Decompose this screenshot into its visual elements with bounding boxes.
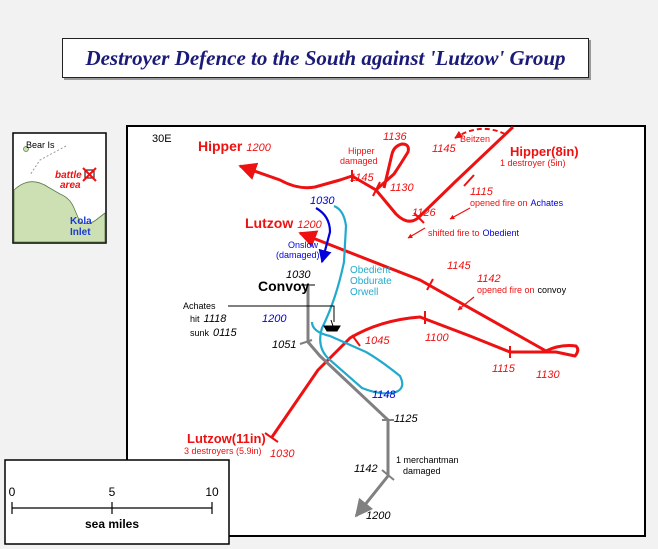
convoy-track: [306, 284, 390, 518]
scale-tick-10: 10: [205, 485, 219, 499]
hipper-track: [238, 125, 515, 223]
fire-arrow-obedient: [407, 227, 426, 239]
inset-bear-island: [23, 146, 29, 152]
scale-label: sea miles: [85, 517, 139, 531]
inset-map: Bear Is battle area Kola Inlet: [12, 132, 107, 244]
time-1051: 1051: [272, 339, 296, 351]
inset-kola-line1: Kola: [70, 216, 92, 227]
time-1030-convoy: 1030: [286, 269, 311, 281]
lutzow-time-ticks: [351, 278, 511, 358]
time-1130-hipper: 1130: [390, 182, 415, 194]
inset-convoy-route: [29, 145, 67, 176]
hipper-damaged-line1: Hipper: [348, 146, 375, 156]
time-1136: 1136: [383, 131, 408, 143]
hipper-8in-label: Hipper(8in): [510, 144, 579, 159]
time-1142-lutzow: 1142: [477, 273, 501, 285]
time-1200-blue: 1200: [262, 313, 287, 325]
achates-sunk-icon: [323, 319, 341, 332]
time-1030-onslow: 1030: [310, 195, 335, 207]
time-1115-lutzow: 1115: [492, 363, 516, 375]
onslow-label-line1: Onslow: [288, 240, 319, 250]
time-1145-lutzow: 1145: [447, 260, 472, 272]
lutzow-destroyers-label: 3 destroyers (5.9in): [184, 446, 262, 456]
time-1125: 1125: [394, 413, 419, 425]
time-1200-convoy: 1200: [366, 510, 391, 522]
achates-label: Achates: [183, 301, 216, 311]
inset-battle-area-line2: area: [60, 180, 81, 191]
page-title: Destroyer Defence to the South against '…: [85, 46, 566, 70]
meridian-label: 30E: [152, 133, 172, 145]
inset-battle-marker-icon: [82, 167, 97, 182]
time-1145-hipper: 1145: [350, 172, 375, 184]
time-1115-hipper: 1115: [470, 186, 494, 198]
scale-tick-0: 0: [9, 485, 16, 499]
time-1030-lutzow: 1030: [270, 448, 295, 460]
inset-bear-is: Bear Is: [26, 140, 55, 150]
time-1130-lutzow: 1130: [536, 369, 561, 381]
obedient-group-track: [310, 204, 404, 395]
time-1045: 1045: [365, 335, 390, 347]
achates-pointer: [228, 305, 335, 322]
time-1100: 1100: [425, 332, 450, 344]
fire-arrow-achates: [449, 207, 471, 220]
beitzen-label: Beitzen: [460, 134, 490, 144]
beitzen-track: [454, 127, 506, 139]
orwell-label: Orwell: [350, 287, 378, 298]
merchantman-line2: damaged: [403, 466, 441, 476]
onslow-track: [315, 207, 332, 264]
obdurate-label: Obdurate: [350, 276, 392, 287]
fire-arrow-convoy: [457, 296, 475, 311]
hipper-time-ticks: [351, 170, 475, 224]
inset-land: [13, 181, 106, 243]
onslow-label-line2: (damaged): [276, 250, 320, 260]
convoy-label: Convoy: [258, 278, 310, 294]
convoy-time-ticks: [299, 284, 395, 481]
title-box: Destroyer Defence to the South against '…: [62, 38, 589, 78]
hipper-turn-loop: [375, 142, 410, 192]
obedient-label: Obedient: [350, 265, 391, 276]
scale-bar: 0 5 10 sea miles: [4, 459, 230, 545]
hipper-destroyer-label: 1 destroyer (5in): [500, 158, 566, 168]
lutzow-11in-label: Lutzow(11in): [187, 431, 266, 446]
inset-battle-area-line1: battle: [55, 170, 82, 181]
time-1142-convoy: 1142: [354, 463, 378, 475]
time-1126: 1126: [412, 207, 437, 219]
inset-kola-line2: Inlet: [70, 227, 91, 238]
time-1145-beitzen: 1145: [432, 143, 457, 155]
time-1148: 1148: [372, 389, 397, 401]
lutzow-track: [270, 230, 580, 438]
merchantman-line1: 1 merchantman: [396, 455, 459, 465]
hipper-damaged-line2: damaged: [340, 156, 378, 166]
lutzow-start-tick: [264, 432, 279, 443]
scale-tick-5: 5: [109, 485, 116, 499]
